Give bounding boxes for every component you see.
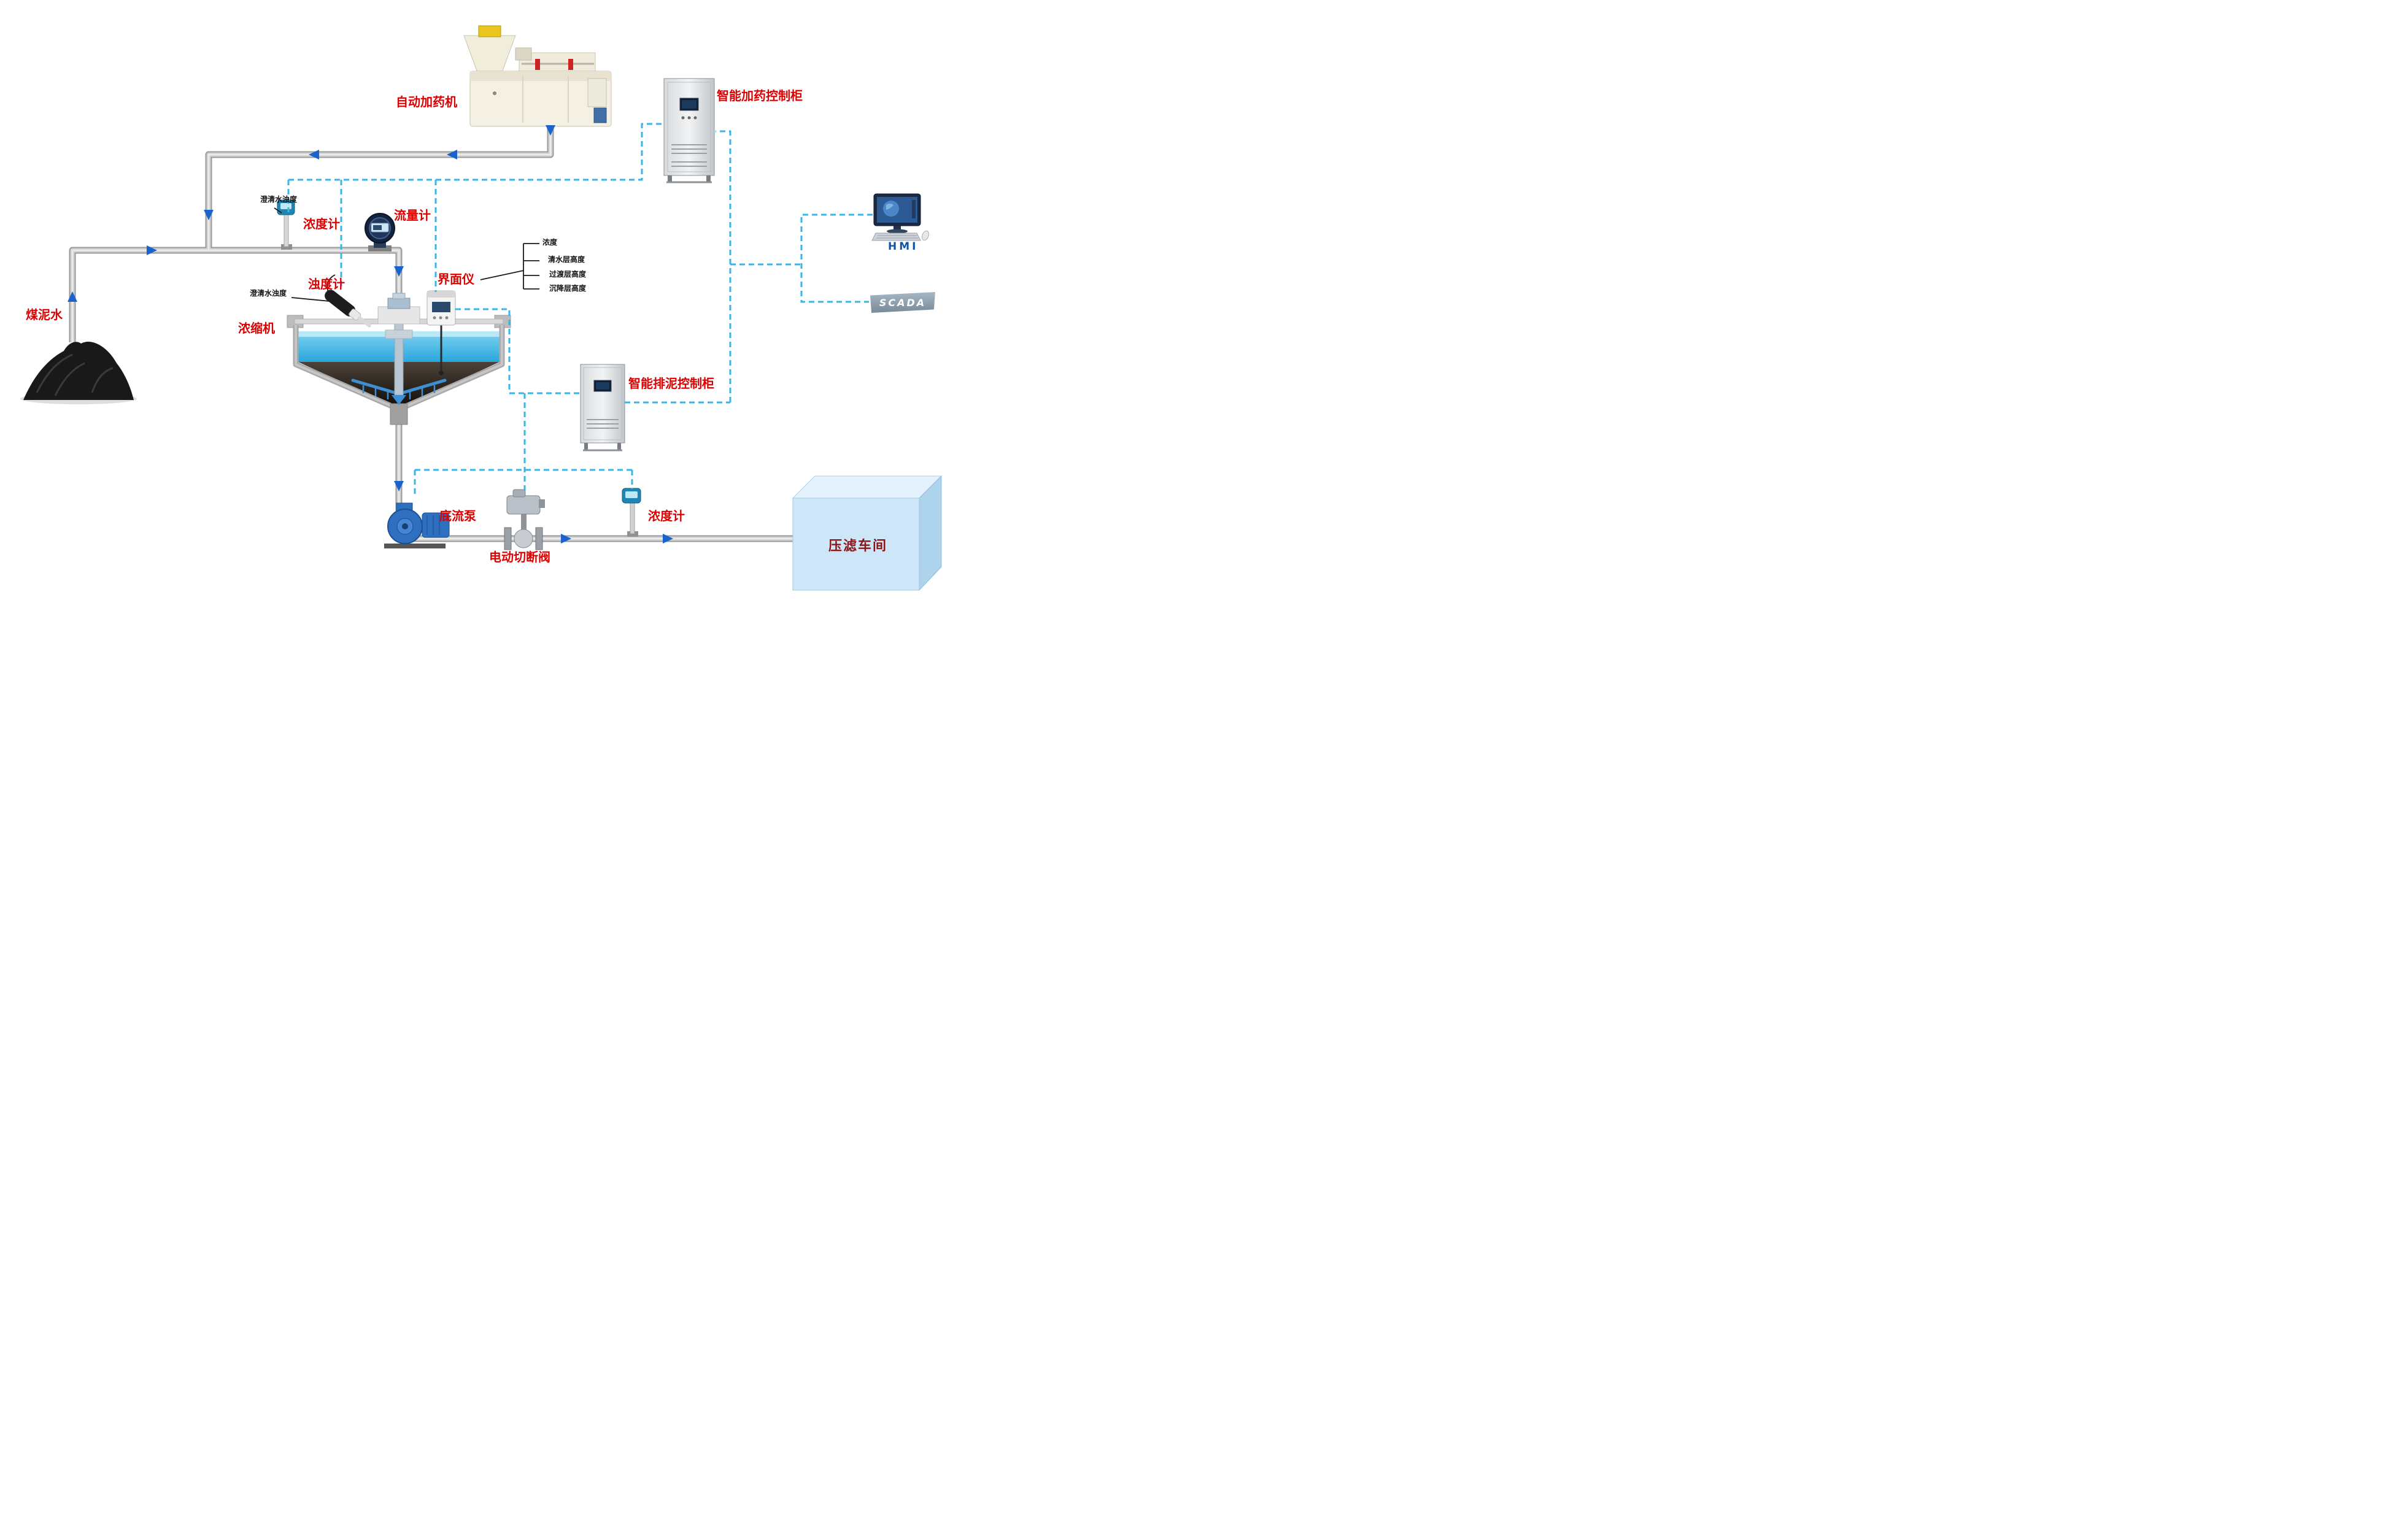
interface-meter-label: 界面仪 xyxy=(438,272,474,286)
interface-meter-device xyxy=(426,290,456,375)
process-flow-diagram: 自动加药机 智能加药控制柜 浓度计 流量计 浊度计 界面仪 浓缩机 煤泥水 智能… xyxy=(0,0,963,609)
flow-arrows xyxy=(68,125,673,544)
rake-teeth xyxy=(362,385,436,399)
flow-arrow xyxy=(309,150,319,160)
interface-meter-screen xyxy=(432,302,450,312)
flow-arrow xyxy=(663,534,673,544)
flow-arrow xyxy=(561,534,571,544)
filter-press-building xyxy=(792,475,943,591)
flow-arrow xyxy=(147,245,157,255)
electric-valve-label: 电动切断阀 xyxy=(489,550,550,564)
flow-arrow xyxy=(546,125,555,136)
flow-arrow xyxy=(68,291,77,302)
flow-arrow xyxy=(394,481,404,491)
underflow-pump-label: 底流泵 xyxy=(439,509,476,523)
turbidity-meter-label: 浊度计 xyxy=(308,277,345,291)
hmi-label: HMI xyxy=(888,240,919,253)
rake-arms xyxy=(351,379,447,396)
diagram-canvas xyxy=(20,25,943,591)
interface-param-settling-layer: 沉降层高度 xyxy=(549,284,587,293)
thickener-label: 浓缩机 xyxy=(238,321,275,336)
hopper-lid xyxy=(478,25,501,37)
dosing-machine-label: 自动加药机 xyxy=(396,94,457,109)
signal-lines xyxy=(287,123,873,497)
coal-slurry-label: 煤泥水 xyxy=(26,307,63,322)
flow-arrow xyxy=(447,150,457,160)
coal-pile xyxy=(20,341,137,404)
mouse xyxy=(922,230,929,241)
flow-meter-label: 流量计 xyxy=(394,208,431,223)
mud-control-cabinet xyxy=(580,364,625,452)
filter-press-label: 压滤车间 xyxy=(828,539,887,554)
underflow-pump-device xyxy=(384,502,450,548)
turbidity-meter-device xyxy=(325,290,371,328)
flow-meter-device xyxy=(365,213,395,252)
density-meter-bottom-device xyxy=(622,488,641,537)
mud-cabinet-label: 智能排泥控制柜 xyxy=(628,376,714,391)
dosing-cabinet-label: 智能加药控制柜 xyxy=(717,88,803,103)
dosing-machine xyxy=(463,25,612,127)
electric-valve-device xyxy=(504,489,545,550)
thickener-tank xyxy=(287,293,511,425)
keyboard xyxy=(871,233,921,241)
hmi-terminal xyxy=(871,193,929,241)
density-meter-top-device xyxy=(277,199,295,250)
interface-param-clear-layer: 清水层高度 xyxy=(548,255,585,264)
flow-arrow xyxy=(204,210,214,220)
density-meter-top-label: 浓度计 xyxy=(303,217,340,231)
flow-arrow xyxy=(394,266,404,277)
hopper xyxy=(463,35,516,73)
density-meter-bottom-label: 浓度计 xyxy=(648,509,685,523)
scada-label: SCADA xyxy=(879,296,927,309)
drive-motor xyxy=(387,298,411,309)
annotation-lines xyxy=(274,207,539,302)
scada-badge: SCADA xyxy=(870,292,935,313)
clarified-turbidity-mid-label: 澄清水浊度 xyxy=(250,289,287,298)
dosing-control-cabinet xyxy=(663,78,715,183)
interface-param-transition-layer: 过渡层高度 xyxy=(549,270,587,279)
interface-param-concentration: 浓度 xyxy=(542,238,558,247)
clarified-turbidity-top-label: 澄清水浊度 xyxy=(260,195,298,204)
